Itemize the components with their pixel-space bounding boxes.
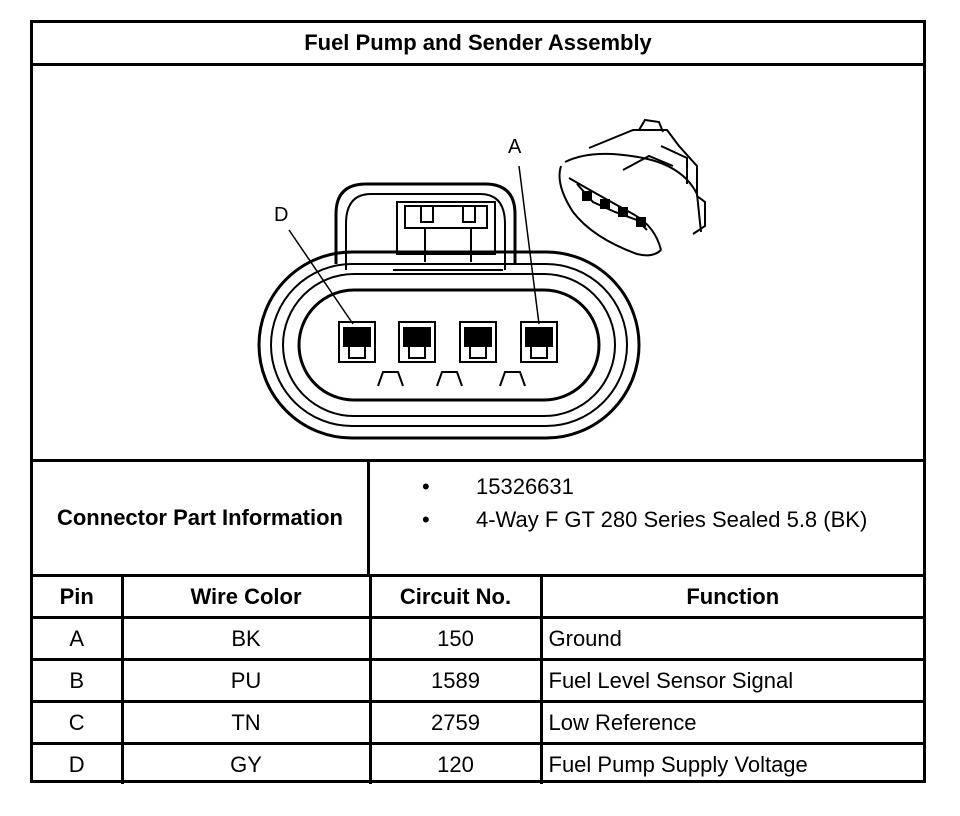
sheet-title: Fuel Pump and Sender Assembly <box>33 23 923 66</box>
header-wire-color: Wire Color <box>120 577 372 619</box>
part-number: 15326631 <box>476 474 574 499</box>
bullet-icon: • <box>422 507 430 532</box>
table-row: B PU 1589 Fuel Level Sensor Signal <box>33 658 923 703</box>
wire-color-cell: TN <box>120 700 372 745</box>
pin-cell: D <box>33 742 124 784</box>
wire-color-cell: PU <box>120 658 372 703</box>
pin-cell: A <box>33 616 124 661</box>
connector-info-sheet: Fuel Pump and Sender Assembly <box>30 20 926 784</box>
connector-diagram: A D <box>33 66 923 459</box>
connector-description-item: • 4-Way F GT 280 Series Sealed 5.8 (BK) <box>370 507 923 537</box>
bullet-icon: • <box>422 474 430 499</box>
pin-cell: C <box>33 700 124 745</box>
table-row: A BK 150 Ground <box>33 616 923 661</box>
function-cell: Low Reference <box>539 700 923 745</box>
table-row: D GY 120 Fuel Pump Supply Voltage <box>33 742 923 784</box>
pin-cell: B <box>33 658 124 703</box>
pin-callout-a: A <box>508 136 522 158</box>
function-cell: Ground <box>539 616 923 661</box>
function-cell: Fuel Pump Supply Voltage <box>539 742 923 784</box>
connector-part-info-label: Connector Part Information <box>33 462 370 574</box>
circuit-no-cell: 1589 <box>368 658 543 703</box>
circuit-no-cell: 120 <box>368 742 543 784</box>
connector-iso-view <box>558 118 706 257</box>
table-row: C TN 2759 Low Reference <box>33 700 923 745</box>
circuit-no-cell: 150 <box>368 616 543 661</box>
pin-callout-d: D <box>274 204 289 226</box>
pin-table: Pin Wire Color Circuit No. Function A BK… <box>33 577 923 784</box>
circuit-no-cell: 2759 <box>368 700 543 745</box>
wire-color-cell: GY <box>120 742 372 784</box>
function-cell: Fuel Level Sensor Signal <box>539 658 923 703</box>
header-circuit-no: Circuit No. <box>368 577 543 619</box>
header-function: Function <box>539 577 923 619</box>
wire-color-cell: BK <box>120 616 372 661</box>
header-pin: Pin <box>33 577 124 619</box>
connector-drawing <box>257 118 706 440</box>
connector-part-info: Connector Part Information • 15326631 • … <box>33 459 923 577</box>
connector-part-info-list: • 15326631 • 4-Way F GT 280 Series Seale… <box>370 462 923 574</box>
pin-table-header: Pin Wire Color Circuit No. Function <box>33 577 923 619</box>
connector-face <box>257 165 641 440</box>
part-number-item: • 15326631 <box>370 474 923 504</box>
connector-description: 4-Way F GT 280 Series Sealed 5.8 (BK) <box>476 507 868 532</box>
